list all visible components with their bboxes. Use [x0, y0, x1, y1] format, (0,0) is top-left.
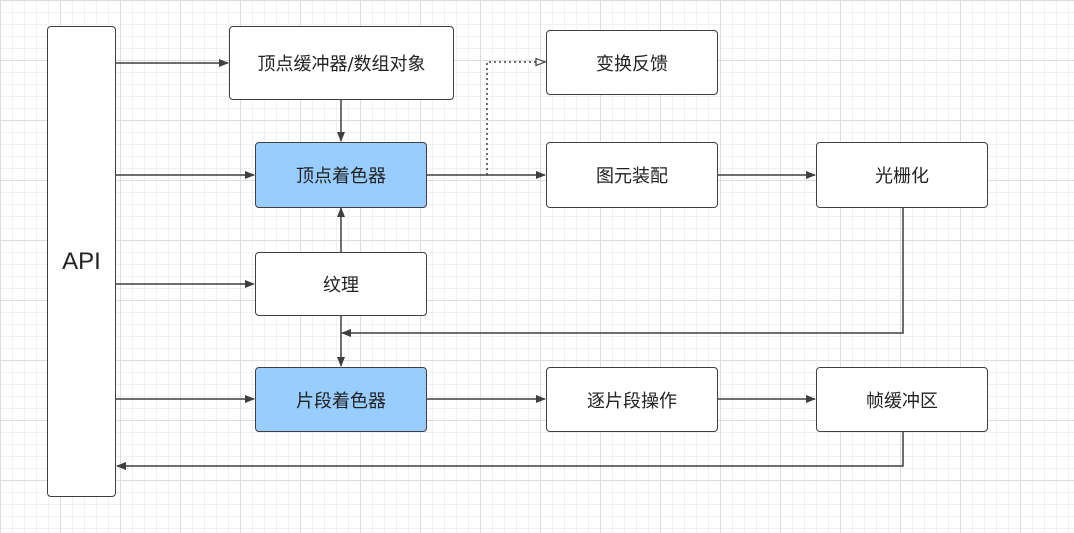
arrow-rasterization-to-fragment-shader [341, 207, 904, 337]
primitive-assembly-node: 图元装配 [546, 142, 718, 208]
arrow-framebuffer-to-api [116, 432, 904, 470]
vertex-buffer-node: 顶点缓冲器/数组对象 [229, 26, 454, 100]
vertex-shader-node: 顶点着色器 [255, 142, 427, 208]
fragment-shader-node: 片段着色器 [255, 367, 427, 432]
per-fragment-ops-node: 逐片段操作 [546, 367, 718, 432]
framebuffer-node: 帧缓冲区 [816, 367, 988, 432]
texture-node: 纹理 [255, 252, 427, 316]
arrow-to-transform-feedback [486, 62, 545, 175]
rasterization-node: 光栅化 [816, 142, 988, 208]
transform-feedback-node: 变换反馈 [546, 30, 718, 95]
api-node: API [47, 26, 116, 497]
